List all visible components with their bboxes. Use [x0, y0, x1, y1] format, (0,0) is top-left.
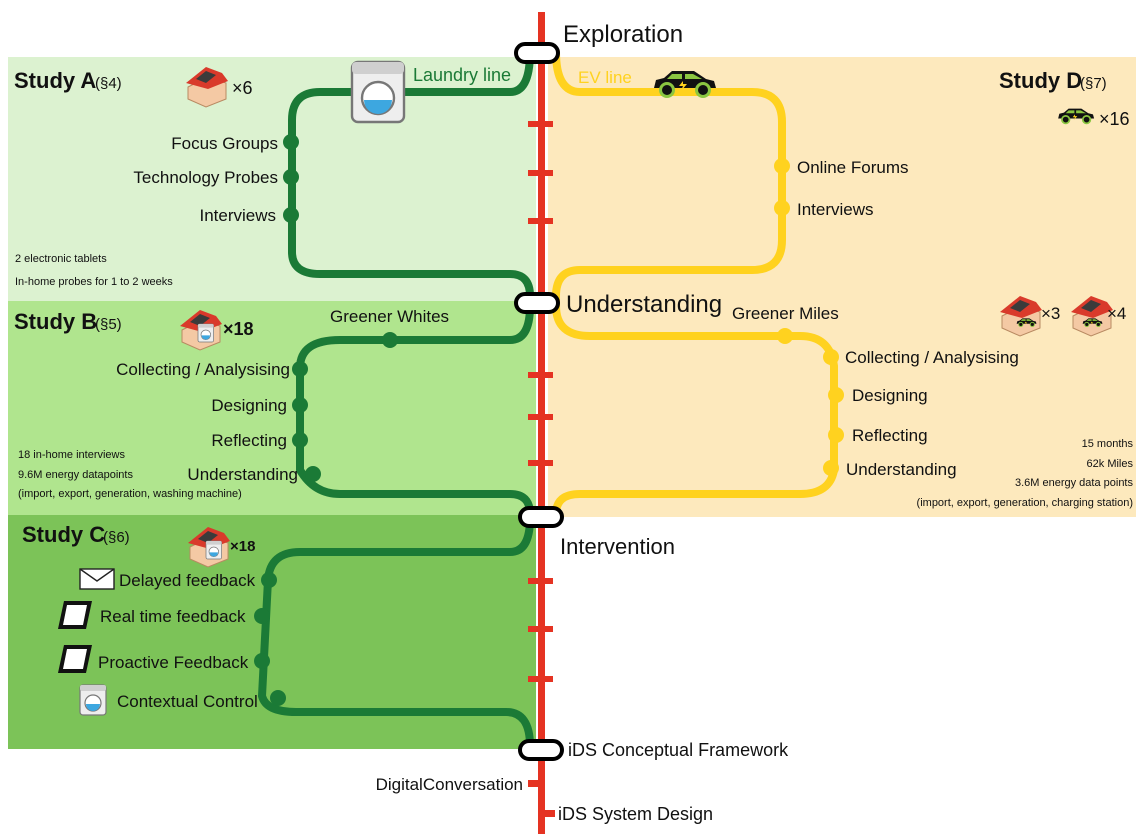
study-c-station: Delayed feedback [119, 571, 256, 590]
study-b-section: (§5) [95, 316, 122, 333]
ev-line-label: EV line [578, 68, 632, 87]
study-b-title: Study B [14, 309, 97, 334]
study-a-title: Study A [14, 68, 96, 93]
greener-miles-line [552, 305, 838, 515]
tablet-icon [58, 645, 92, 673]
ev-line [548, 48, 786, 306]
study-d-section: (§7) [1080, 75, 1107, 92]
study-a-stations [283, 134, 299, 223]
stage-framework: iDS Conceptual Framework [568, 740, 789, 760]
greener-miles-note: 15 months [1082, 438, 1134, 450]
study-d-station: Interviews [797, 200, 874, 219]
greener-miles-note: 62k Miles [1087, 458, 1134, 470]
study-a-note: 2 electronic tablets [15, 253, 107, 265]
study-b-station: Collecting / Analysising [116, 360, 290, 379]
study-d-panel [548, 57, 1136, 517]
stage-understanding: Understanding [566, 291, 722, 318]
greener-miles-station: Designing [852, 386, 928, 405]
study-a-section: (§4) [95, 75, 122, 92]
study-b-homes-count: ×18 [223, 319, 254, 339]
laundry-line-label: Laundry line [413, 65, 511, 85]
greener-miles-stations [823, 349, 844, 476]
greener-miles-station: Collecting / Analysising [845, 348, 1019, 367]
study-b-station: Understanding [187, 465, 298, 484]
study-d-title: Study D [999, 68, 1082, 93]
washing-machine-icon [205, 540, 222, 560]
greener-miles-note: 3.6M energy data points [1015, 477, 1134, 489]
greener-miles-homes-a: ×3 [1041, 304, 1060, 323]
study-a-station: Focus Groups [171, 134, 278, 153]
washing-machine-icon [350, 60, 406, 124]
laundry-line [288, 48, 538, 306]
main-timeline-line [538, 12, 545, 834]
study-c-section: (§6) [103, 529, 130, 546]
study-d-cars-count: ×16 [1099, 109, 1130, 129]
washing-machine-icon [197, 323, 214, 343]
greener-miles-station: Reflecting [852, 426, 928, 445]
washing-machine-icon [79, 684, 107, 716]
study-c-line [258, 517, 534, 747]
greener-whites-station [382, 332, 398, 348]
envelope-icon [79, 568, 115, 590]
study-c-title: Study C [22, 522, 105, 547]
study-c-station: Contextual Control [117, 692, 258, 711]
study-b-note: 9.6M energy datapoints [18, 469, 133, 481]
stage-exploration: Exploration [563, 21, 683, 48]
study-c-homes-count: ×18 [230, 538, 255, 555]
greener-miles-homes-b: ×4 [1107, 304, 1126, 323]
study-c-station: Real time feedback [100, 607, 246, 626]
stage-digital-conversation: DigitalConversation [376, 775, 523, 794]
greener-miles-station: Understanding [846, 460, 957, 479]
study-d-station: Online Forums [797, 158, 908, 177]
greener-whites-line [296, 305, 534, 515]
study-c-station: Proactive Feedback [98, 653, 249, 672]
study-b-stations [292, 361, 321, 482]
timeline-ticks [528, 121, 555, 817]
tablet-icon [58, 601, 92, 629]
study-d-stations [774, 158, 790, 216]
study-a-homes-count: ×6 [232, 78, 253, 98]
greener-miles-label: Greener Miles [732, 304, 839, 323]
study-a-panel [8, 57, 536, 301]
study-b-note: 18 in-home interviews [18, 449, 125, 461]
study-b-station: Designing [211, 396, 287, 415]
study-a-station: Technology Probes [133, 168, 278, 187]
greener-miles-note: (import, export, generation, charging st… [917, 497, 1133, 509]
study-b-note: (import, export, generation, washing mac… [18, 488, 242, 500]
study-b-station: Reflecting [211, 431, 287, 450]
study-a-note: In-home probes for 1 to 2 weeks [15, 276, 173, 288]
stage-terminals [514, 42, 564, 761]
study-a-station: Interviews [199, 206, 276, 225]
stage-intervention: Intervention [560, 534, 675, 559]
greener-miles-station [777, 328, 793, 344]
stage-system-design: iDS System Design [558, 804, 713, 824]
greener-whites-label: Greener Whites [330, 307, 449, 326]
study-c-stations [254, 572, 286, 706]
